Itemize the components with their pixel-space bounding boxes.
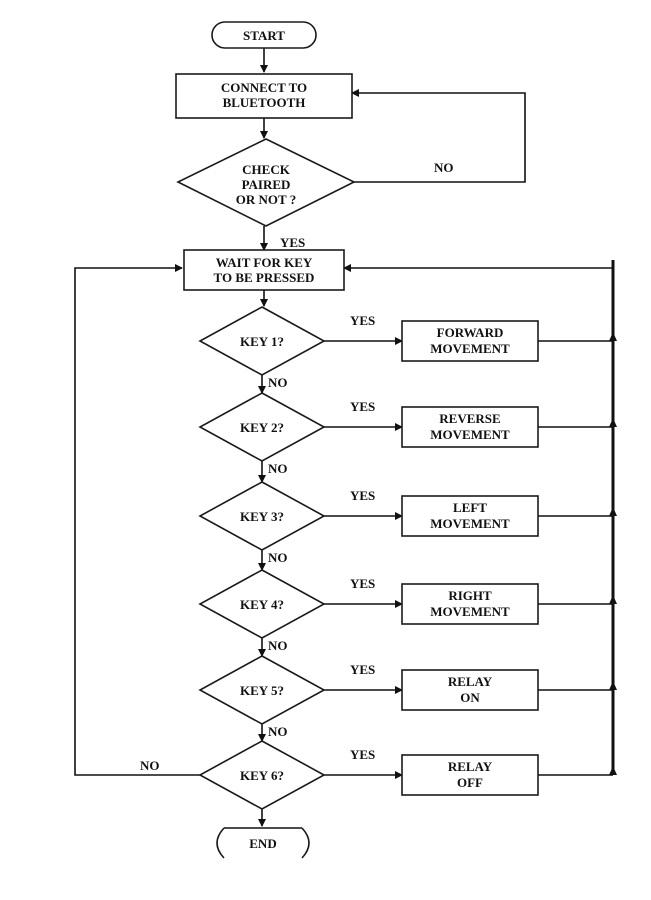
node-key6: KEY 6? <box>198 740 326 810</box>
node-key5-label: KEY 5? <box>240 683 284 698</box>
node-forward-label-1: FORWARD <box>437 325 504 340</box>
process-forward-shape <box>401 320 539 362</box>
decision-key3-shape <box>198 481 326 551</box>
node-left-label-2: MOVEMENT <box>430 516 510 531</box>
node-key5: KEY 5? <box>198 655 326 725</box>
node-key1-label: KEY 1? <box>240 334 284 349</box>
process-right-shape <box>401 583 539 625</box>
process-left-shape <box>401 495 539 537</box>
node-left-label-1: LEFT <box>453 500 487 515</box>
edge-label-key6-yes: YES <box>350 747 375 762</box>
node-key2: KEY 2? <box>198 392 326 462</box>
node-wait-label-1: WAIT FOR KEY <box>216 255 313 270</box>
node-wait-label-2: TO BE PRESSED <box>214 270 315 285</box>
decision-check-shape <box>176 138 356 227</box>
edge-label-key5-no: NO <box>268 724 288 739</box>
terminator-start-shape <box>211 21 317 49</box>
terminator-end-shape <box>216 827 310 859</box>
edge-label-check-no: NO <box>434 160 454 175</box>
edge-label-key6-no: NO <box>140 758 160 773</box>
arrowhead-left-up <box>609 507 617 516</box>
process-relay_off-shape <box>401 754 539 796</box>
arrowhead-reverse-up <box>609 418 617 427</box>
node-key2-label: KEY 2? <box>240 420 284 435</box>
node-end: END <box>216 827 310 859</box>
node-key3-label: KEY 3? <box>240 509 284 524</box>
arrowhead-relay_on-up <box>609 681 617 690</box>
edge-label-key5-yes: YES <box>350 662 375 677</box>
arrowhead-forward-up <box>609 332 617 341</box>
edge-label-key3-no: NO <box>268 550 288 565</box>
node-connect: CONNECT TO BLUETOOTH <box>175 73 353 119</box>
connectors <box>74 48 617 827</box>
arrow-check-no-loop <box>351 89 526 183</box>
edge-label-key3-yes: YES <box>350 488 375 503</box>
node-reverse-label-2: MOVEMENT <box>430 427 510 442</box>
edge-label-check-yes: YES <box>280 235 305 250</box>
node-relay_on-label-1: RELAY <box>448 674 493 689</box>
node-key4-label: KEY 4? <box>240 597 284 612</box>
arrow-key6-no-loop <box>74 264 200 776</box>
decision-key2-shape <box>198 392 326 462</box>
node-wait: WAIT FOR KEY TO BE PRESSED <box>183 249 345 291</box>
node-check-label-1: CHECK <box>242 162 291 177</box>
node-key3: KEY 3? <box>198 481 326 551</box>
node-check-label-3: OR NOT ? <box>236 192 296 207</box>
node-relay_off-label-2: OFF <box>457 775 483 790</box>
node-start-label: START <box>243 28 285 43</box>
node-start: START <box>211 21 317 49</box>
edge-label-key2-no: NO <box>268 461 288 476</box>
decision-key4-shape <box>198 569 326 639</box>
node-right-label-2: MOVEMENT <box>430 604 510 619</box>
node-end-label: END <box>249 836 276 851</box>
node-key1: KEY 1? <box>198 306 326 376</box>
node-connect-label-2: BLUETOOTH <box>223 95 306 110</box>
decision-key1-shape <box>198 306 326 376</box>
arrowhead-relay_off-up <box>609 766 617 775</box>
node-check-label-2: PAIRED <box>242 177 291 192</box>
node-relay_off-label-1: RELAY <box>448 759 493 774</box>
node-relay_on-label-2: ON <box>460 690 480 705</box>
node-reverse-label-1: REVERSE <box>439 411 500 426</box>
edge-label-key1-no: NO <box>268 375 288 390</box>
node-forward-label-2: MOVEMENT <box>430 341 510 356</box>
process-connect-shape <box>175 73 353 119</box>
node-key4: KEY 4? <box>198 569 326 639</box>
edge-label-key4-no: NO <box>268 638 288 653</box>
node-check: CHECK PAIRED OR NOT ? <box>176 138 356 227</box>
node-right-label-1: RIGHT <box>448 588 492 603</box>
edge-label-key4-yes: YES <box>350 576 375 591</box>
arrowhead-right-up <box>609 595 617 604</box>
decision-key5-shape <box>198 655 326 725</box>
decision-key6-shape <box>198 740 326 810</box>
process-reverse-shape <box>401 406 539 448</box>
process-wait-shape <box>183 249 345 291</box>
process-relay_on-shape <box>401 669 539 711</box>
edge-label-key2-yes: YES <box>350 399 375 414</box>
edge-label-key1-yes: YES <box>350 313 375 328</box>
node-connect-label-1: CONNECT TO <box>221 80 307 95</box>
node-key6-label: KEY 6? <box>240 768 284 783</box>
